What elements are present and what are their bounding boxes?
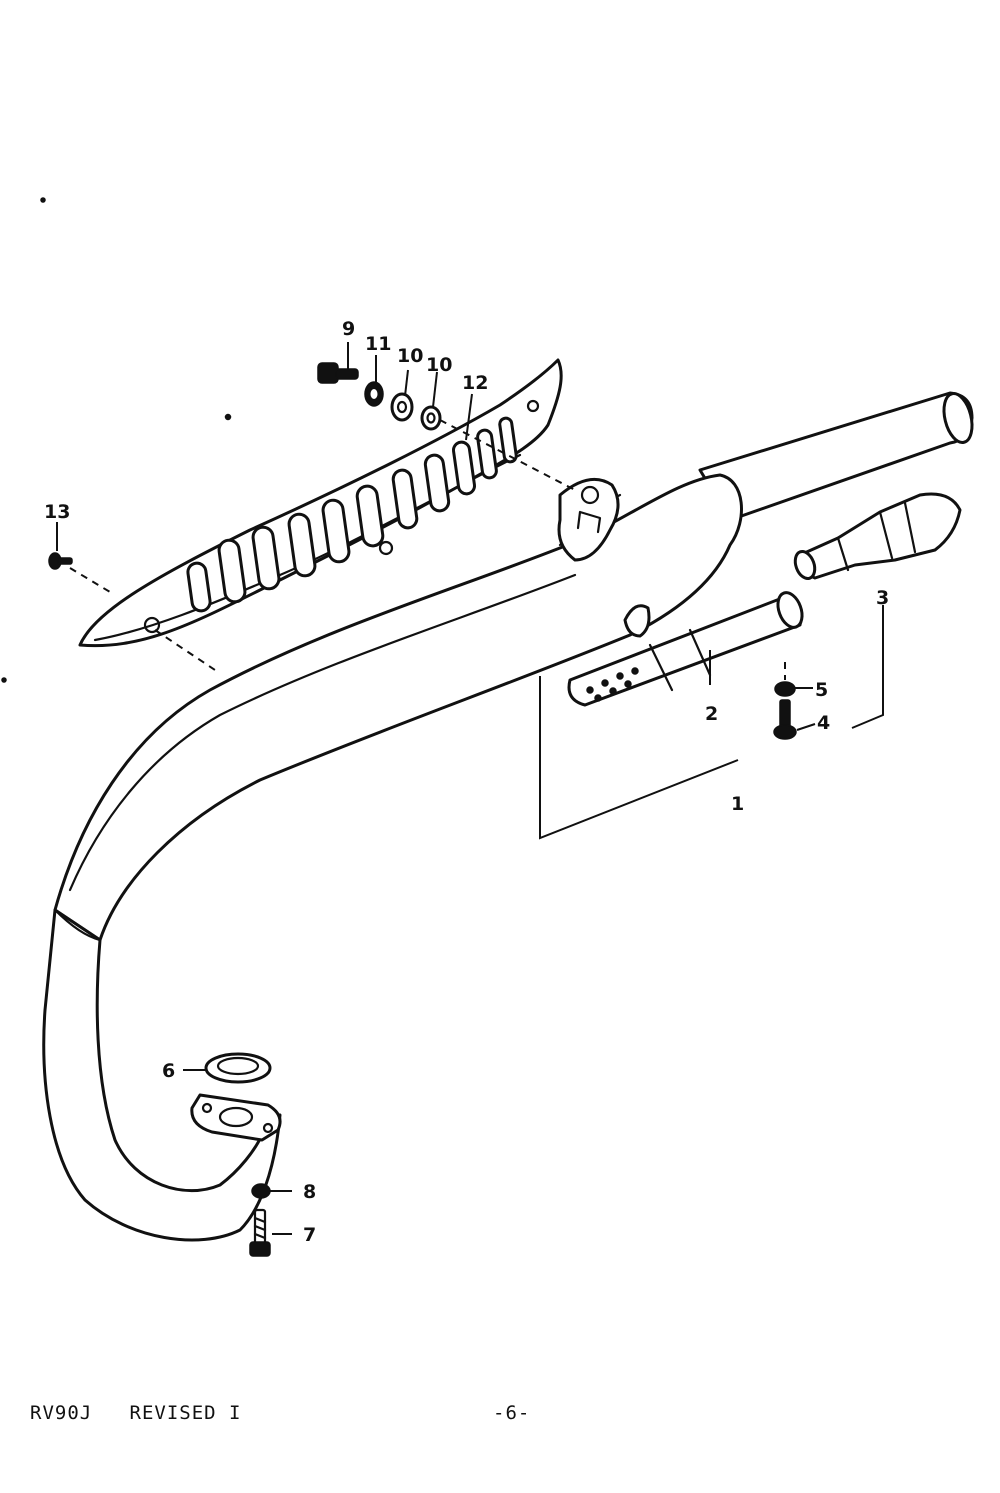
callout-9: 9 — [342, 318, 355, 340]
callout-2: 2 — [705, 703, 718, 725]
page-number: -6- — [493, 1402, 531, 1424]
assembly-lines — [69, 419, 786, 680]
speck — [40, 197, 46, 203]
footer-model-revision: RV90J REVISED I — [30, 1402, 242, 1424]
washer-8 — [251, 1183, 271, 1199]
bolt-7 — [249, 1208, 271, 1257]
callout-10b: 10 — [426, 354, 452, 376]
leader-lines — [56, 342, 884, 1235]
washer-10b — [420, 405, 442, 431]
bolt-4 — [773, 699, 797, 740]
callout-5: 5 — [815, 679, 828, 701]
speck — [1, 677, 7, 683]
callout-3: 3 — [876, 587, 889, 609]
heat-shield-slots — [186, 416, 518, 613]
callout-13: 13 — [44, 501, 70, 523]
callout-11: 11 — [365, 333, 391, 355]
screw-13 — [48, 552, 73, 570]
callout-8: 8 — [303, 1181, 316, 1203]
heat-shield — [78, 358, 563, 648]
tail-cap — [793, 492, 962, 581]
washer-10a — [390, 392, 414, 422]
callout-12: 12 — [462, 372, 488, 394]
callout-10a: 10 — [397, 345, 423, 367]
callout-6: 6 — [162, 1060, 175, 1082]
callout-4: 4 — [817, 712, 830, 734]
exhaust-pipe-body — [42, 473, 743, 1242]
gasket-6 — [204, 1052, 272, 1084]
washer-11 — [364, 381, 384, 407]
bolt-9 — [317, 362, 359, 384]
callout-7: 7 — [303, 1224, 316, 1246]
speck — [224, 413, 232, 421]
baffle-tube — [567, 591, 804, 707]
tail-pipe — [698, 391, 974, 522]
callout-1: 1 — [731, 793, 744, 815]
washer-5 — [774, 681, 796, 697]
